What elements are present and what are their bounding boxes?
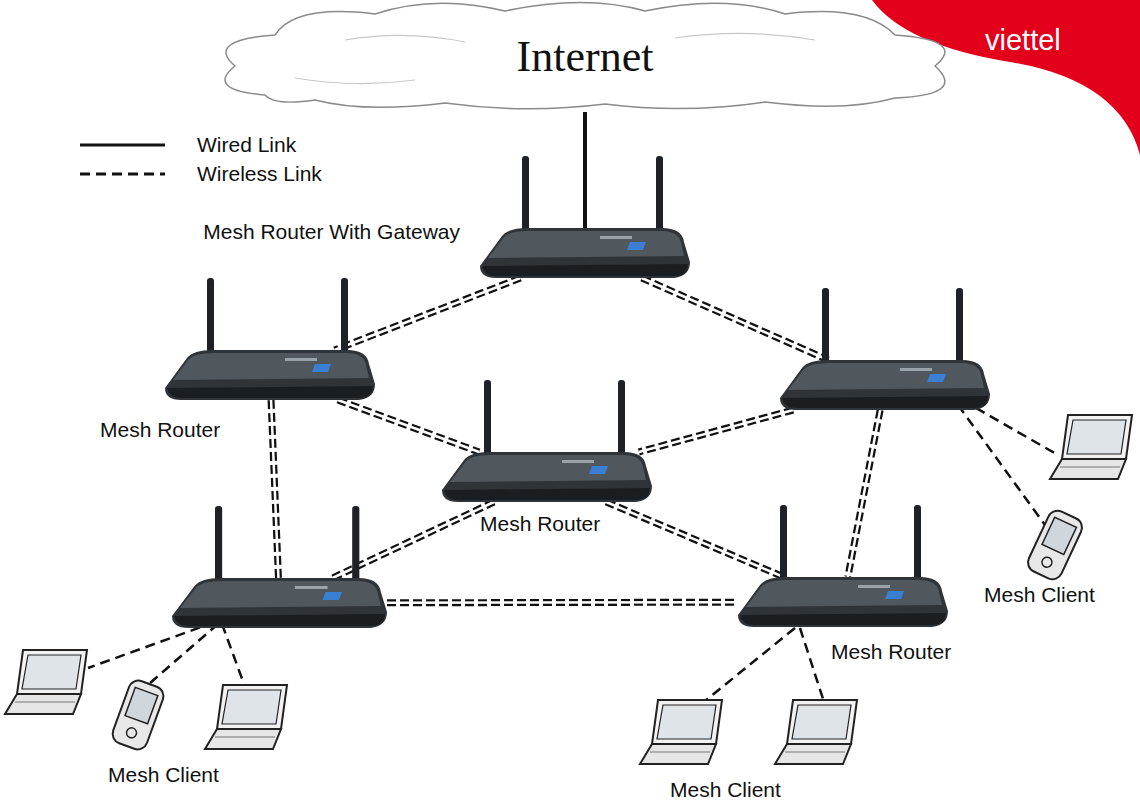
- wireless-link: [639, 410, 793, 452]
- router-shape: [480, 228, 690, 278]
- wired-link: [585, 112, 586, 228]
- wireless-link: [338, 400, 479, 452]
- wireless-link: [606, 502, 784, 577]
- mesh-router: Mesh Router: [165, 350, 375, 400]
- wireless-link: [335, 278, 521, 350]
- mesh-router: Mesh Router: [442, 452, 652, 502]
- mesh-router: Mesh Router: [738, 577, 948, 627]
- client-label: Mesh Client: [984, 583, 1095, 607]
- legend-line-sample: [80, 133, 170, 157]
- phone-icons: [110, 507, 1085, 752]
- brand-logo-text: viettel: [985, 24, 1061, 57]
- laptop-icons: [5, 415, 1132, 764]
- router-shape: [442, 452, 652, 502]
- client-label: Mesh Client: [670, 778, 781, 802]
- internet-cloud: Internet: [205, 0, 965, 112]
- mesh-router: Mesh Router With Gateway: [480, 228, 690, 278]
- router-label: Mesh Router With Gateway: [203, 220, 460, 244]
- wireless-link: [642, 278, 828, 360]
- mesh-router: [172, 578, 387, 628]
- wireless-link: [848, 410, 880, 577]
- client-links: [88, 400, 1058, 705]
- router-label: Mesh Router: [480, 512, 600, 536]
- mesh-router: [780, 360, 990, 410]
- legend-text: Wired Link: [197, 133, 296, 157]
- router-shape: [172, 578, 387, 628]
- wireless-link: [387, 602, 738, 604]
- cloud-label: Internet: [205, 0, 965, 112]
- router-label: Mesh Router: [100, 418, 220, 442]
- router-shape: [780, 360, 990, 410]
- legend-text: Wireless Link: [197, 162, 322, 186]
- router-label: Mesh Router: [831, 640, 951, 664]
- client-label: Mesh Client: [108, 763, 219, 787]
- router-shape: [738, 577, 948, 627]
- legend-line-sample: [80, 162, 170, 186]
- wireless-link: [271, 400, 278, 578]
- router-shape: [165, 350, 375, 400]
